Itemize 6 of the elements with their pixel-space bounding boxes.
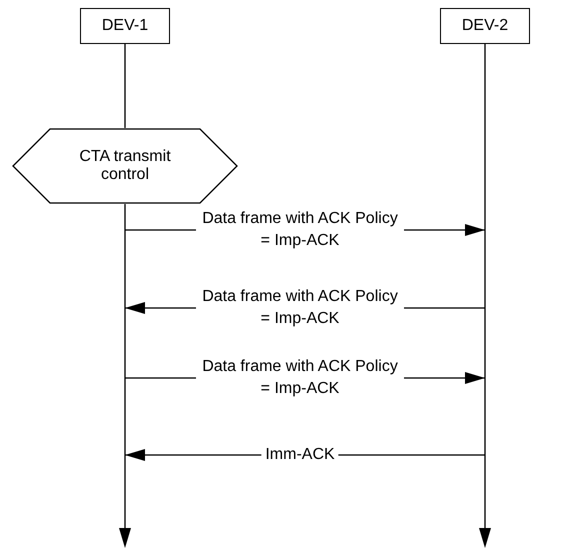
lifeline-header-box: DEV-1	[80, 8, 170, 44]
lifeline	[124, 44, 126, 128]
lifeline-header-box: DEV-2	[440, 8, 530, 44]
lifeline-arrow	[479, 44, 491, 548]
lifeline-arrow	[119, 204, 131, 548]
hexagon-node: CTA transmit control	[12, 128, 238, 204]
